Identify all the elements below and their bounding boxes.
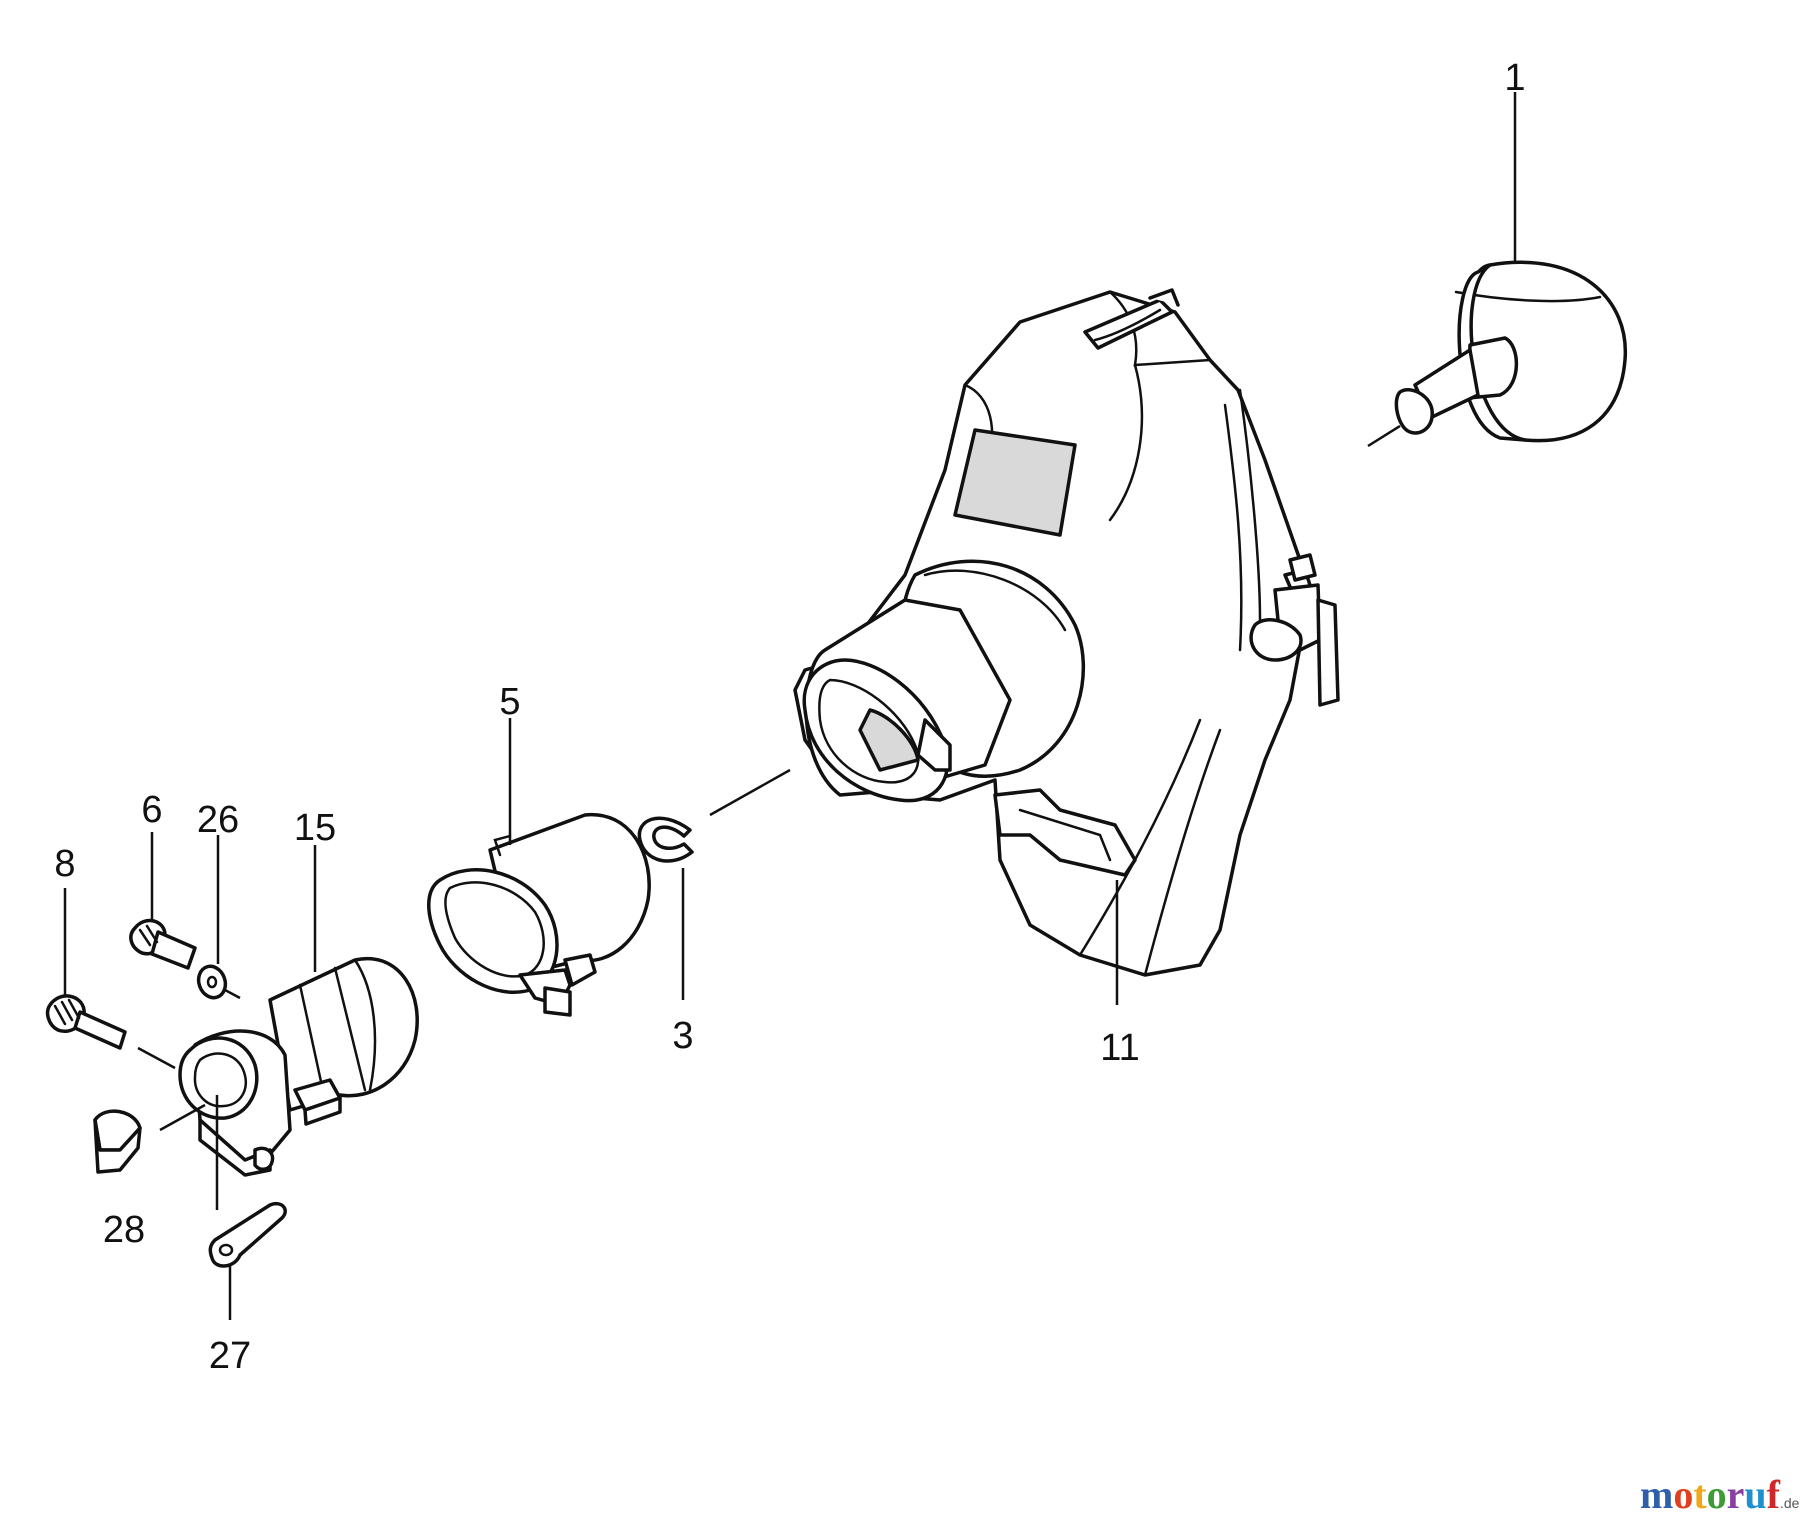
shaft-sleeve-part: [427, 813, 651, 1017]
leader-line-28: [159, 1103, 206, 1132]
watermark-letter: f: [1767, 1472, 1781, 1517]
leader-line-housing: [709, 768, 791, 817]
watermark-letter: o: [1673, 1472, 1693, 1517]
callout-1: 1: [1504, 57, 1525, 99]
callout-27: 27: [209, 1335, 251, 1377]
watermark-letter: r: [1727, 1472, 1745, 1517]
bolt-6-part: [129, 918, 197, 970]
watermark-letter: u: [1744, 1472, 1766, 1517]
callout-11: 11: [1100, 1027, 1139, 1069]
plug-28-part: [93, 1109, 142, 1174]
callout-5: 5: [499, 681, 520, 723]
handle-clamp-part: [178, 956, 419, 1177]
callout-3: 3: [672, 1015, 693, 1057]
callout-28: 28: [103, 1209, 145, 1251]
callout-15: 15: [294, 807, 336, 849]
callout-8: 8: [54, 843, 75, 885]
washer-26-part: [196, 964, 241, 1000]
callout-6: 6: [141, 789, 162, 831]
watermark-letter: o: [1707, 1472, 1727, 1517]
watermark-letter: t: [1693, 1472, 1707, 1517]
watermark-letter: m: [1640, 1472, 1673, 1517]
clutch-drum-part: [1367, 260, 1628, 448]
thumb-screw-8-part: [45, 994, 176, 1070]
clamp-plate-27-part: [208, 1202, 287, 1268]
retaining-clip-part: [637, 816, 694, 863]
svg-text:motoruf.de: motoruf.de: [1640, 1472, 1800, 1517]
motoruf-watermark-logo: motoruf.de: [1640, 1472, 1800, 1517]
gear-case-housing-part: [793, 288, 1340, 977]
callout-26: 26: [197, 799, 239, 841]
watermark-tld: .de: [1780, 1495, 1800, 1511]
